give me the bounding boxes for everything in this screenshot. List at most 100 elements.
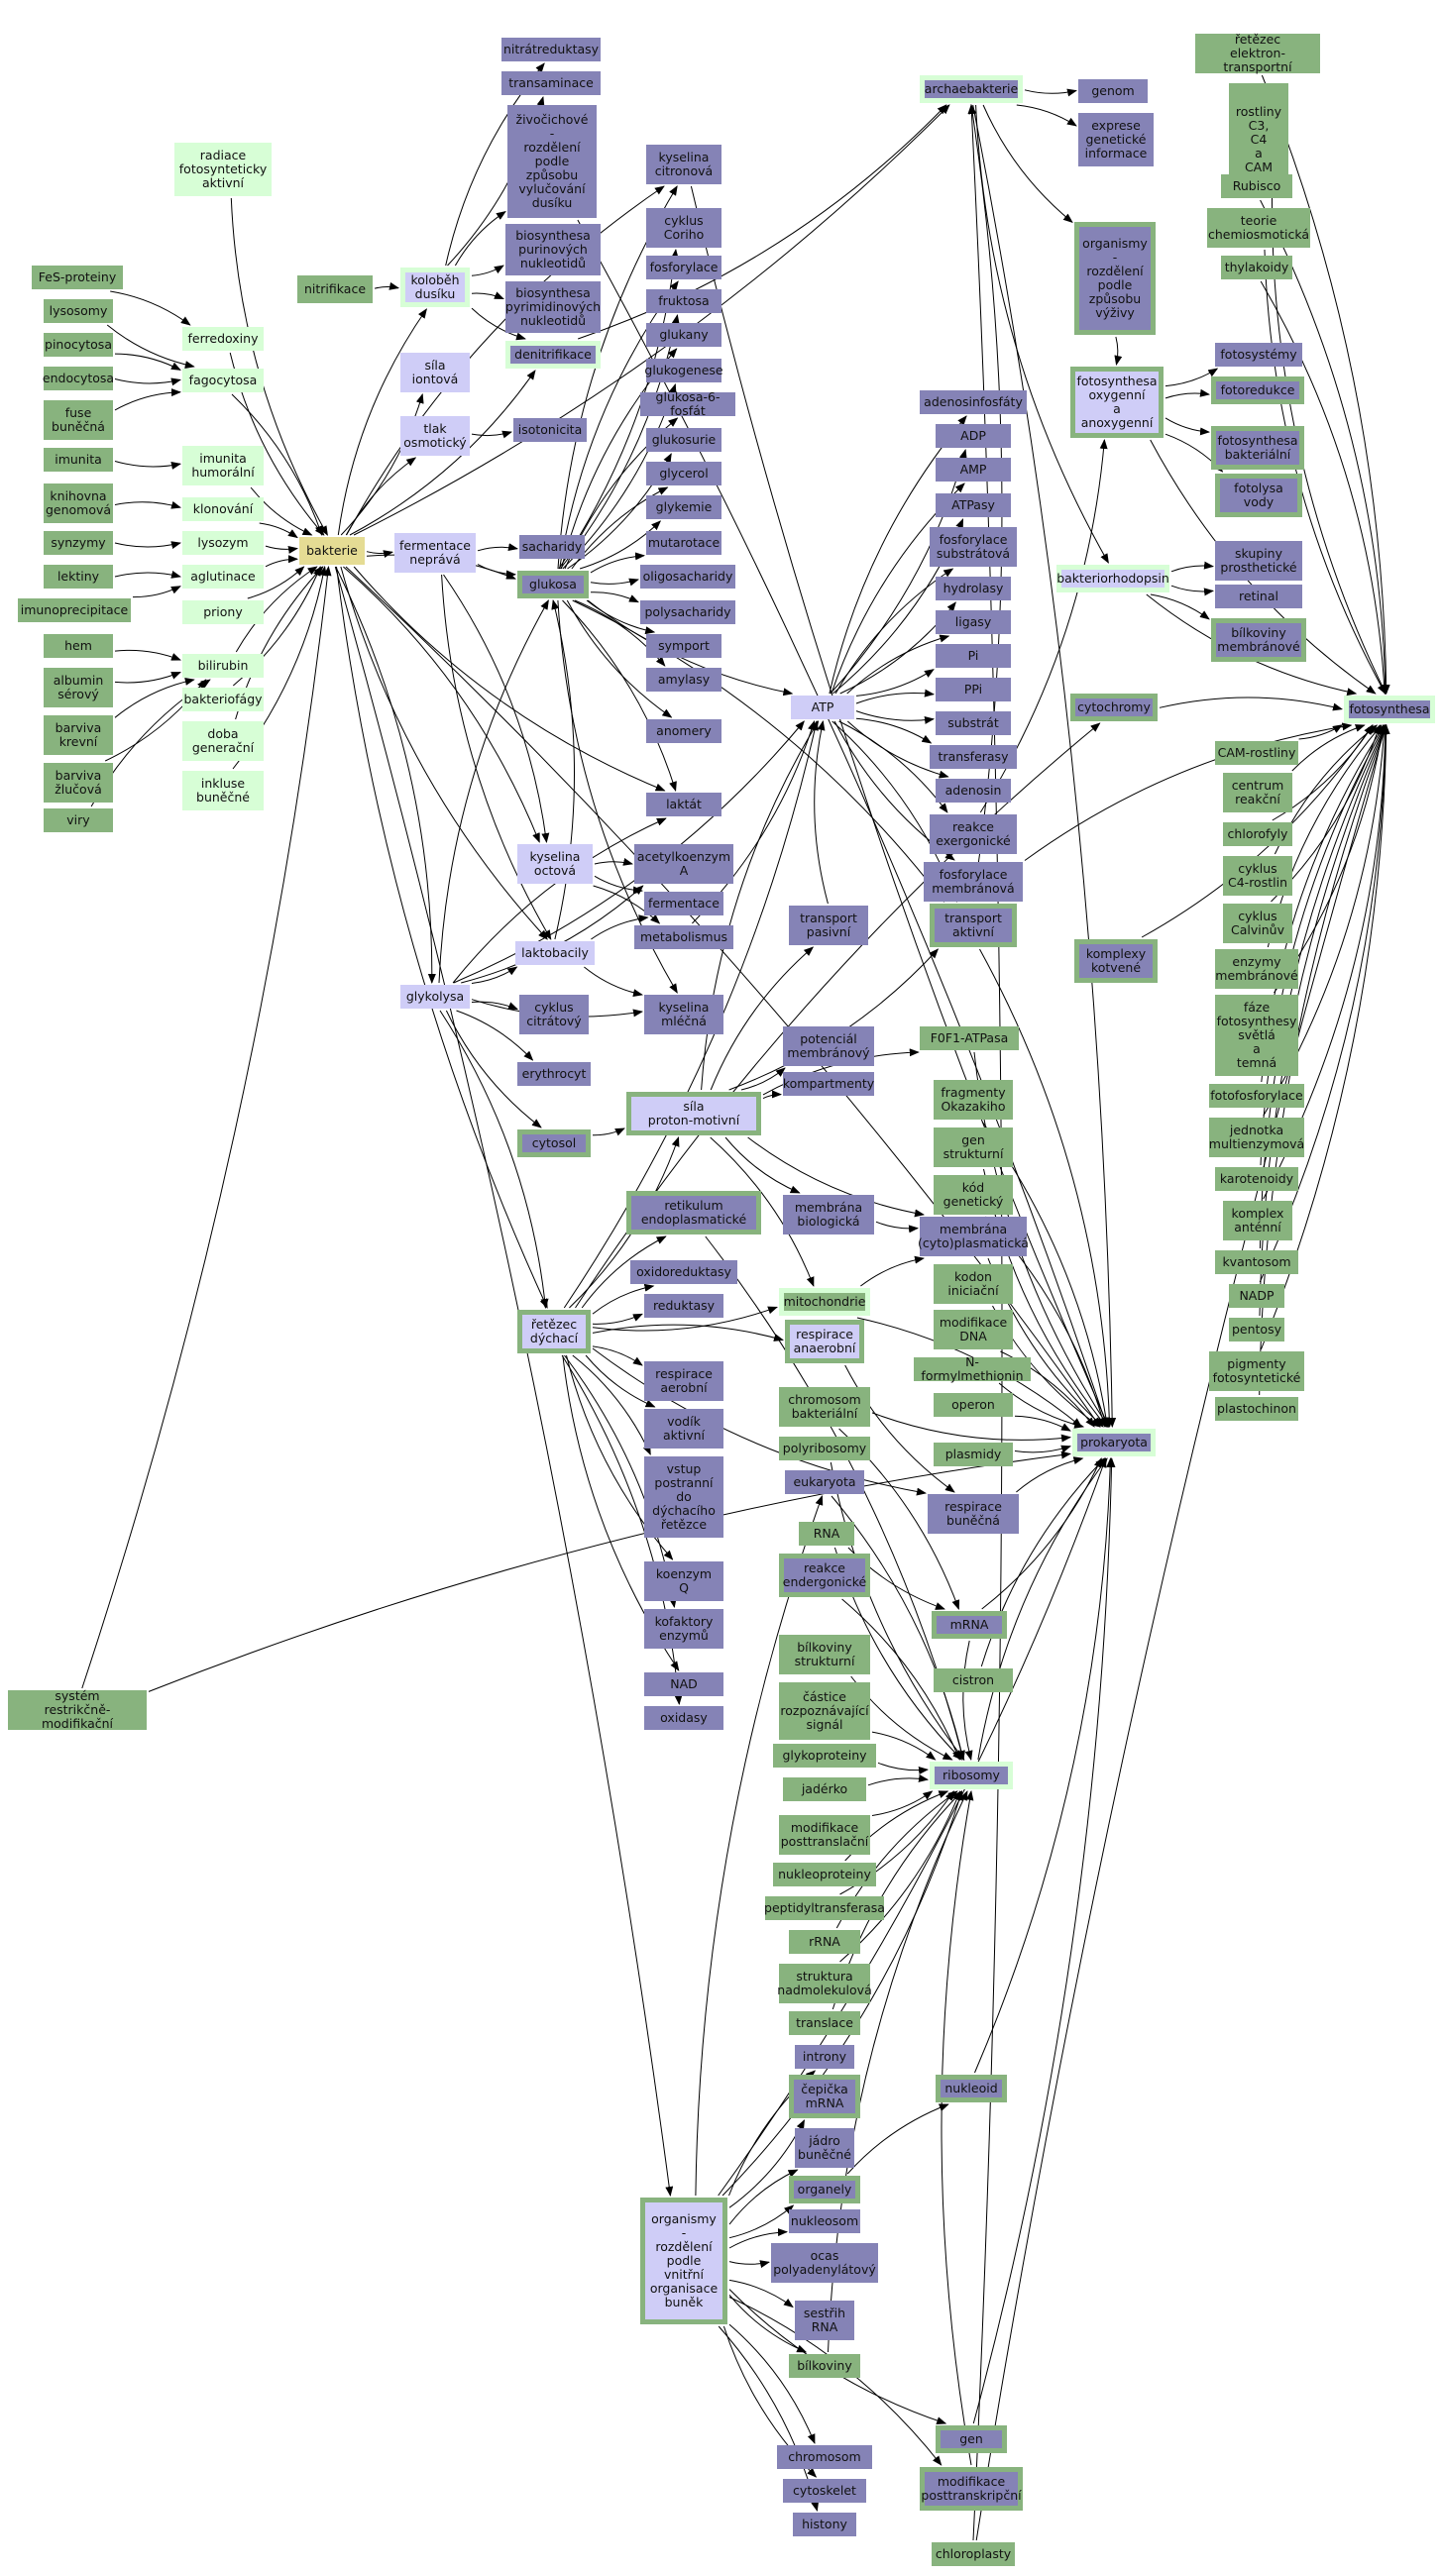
concept-node: barviva žlučová <box>44 763 113 803</box>
concept-node: membrána biologická <box>783 1195 874 1234</box>
concept-edge <box>562 599 677 792</box>
concept-edge <box>855 710 935 724</box>
concept-edge <box>445 1010 542 1128</box>
concept-node: síla iontová <box>400 353 470 392</box>
concept-edge <box>471 291 504 300</box>
concept-edge <box>1170 561 1214 573</box>
concept-node: glukosa-6-fosfát <box>640 390 735 418</box>
concept-edge <box>867 1773 929 1786</box>
concept-node: fragmenty Okazakiho <box>934 1080 1013 1120</box>
concept-node: acetylkoenzym A <box>634 844 733 884</box>
concept-node: ligasy <box>936 610 1011 634</box>
concept-node: operon <box>934 1393 1013 1417</box>
concept-node: chromosom bakteriální <box>779 1387 870 1427</box>
concept-edge <box>592 1345 643 1366</box>
concept-edge <box>439 1010 549 1309</box>
concept-node: kompartmenty <box>783 1072 874 1096</box>
concept-node: nitrifikace <box>297 275 373 303</box>
concept-node: fosforylace <box>646 256 721 279</box>
concept-edge <box>979 948 1114 1428</box>
concept-node: řetězec elektron-transportní <box>1195 33 1320 74</box>
concept-node: jádro buněčné <box>795 2128 854 2168</box>
concept-node: klonování <box>182 497 264 521</box>
concept-node: imunoprecipitace <box>18 598 131 622</box>
concept-edge <box>343 566 540 843</box>
concept-node: ocas polyadenylátový <box>771 2243 878 2283</box>
concept-node: lysozym <box>182 531 264 555</box>
concept-edge <box>728 2279 794 2308</box>
concept-edge <box>247 566 305 599</box>
concept-node: struktura nadmolekulová <box>777 1964 872 2003</box>
concept-node: nitrátreduktasy <box>501 38 601 61</box>
concept-edge <box>114 377 181 386</box>
concept-edge <box>1150 593 1210 620</box>
concept-node: histony <box>793 2513 856 2536</box>
concept-edge <box>335 566 436 984</box>
concept-edge <box>841 1598 960 1761</box>
concept-edge <box>1165 417 1210 436</box>
concept-node: ribosomy <box>930 1762 1013 1789</box>
concept-edge <box>438 599 549 984</box>
concept-node: síla proton-motivní <box>626 1092 761 1135</box>
concept-node: introny <box>795 2045 854 2069</box>
concept-node: glykoproteiny <box>773 1744 876 1768</box>
concept-edge <box>471 265 504 276</box>
concept-node: respirace anaerobní <box>785 1320 864 1363</box>
concept-node: fotosystémy <box>1215 343 1302 367</box>
concept-edge <box>941 1790 974 2466</box>
concept-edge <box>441 574 552 940</box>
concept-edge <box>972 104 1117 1428</box>
concept-node: oxidoreduktasy <box>630 1260 737 1284</box>
concept-node: biosynthesa pyrimidinových nukleotidů <box>505 281 601 333</box>
concept-edge <box>114 541 181 549</box>
concept-node: ATPasy <box>936 493 1011 517</box>
concept-edge <box>477 543 518 552</box>
concept-edge <box>81 566 332 1689</box>
concept-node: ferredoxiny <box>182 327 264 351</box>
concept-node: Rubisco <box>1221 174 1292 198</box>
concept-node: polysacharidy <box>640 600 735 624</box>
concept-edge <box>452 817 667 984</box>
concept-edge <box>454 211 506 267</box>
concept-node: ATP <box>791 696 854 719</box>
concept-edge <box>877 1762 929 1774</box>
concept-node: glukosa <box>517 571 589 598</box>
concept-edge <box>471 430 512 439</box>
concept-node: transaminace <box>501 71 601 95</box>
concept-edge <box>844 1364 955 1493</box>
concept-node: fuse buněčná <box>44 400 113 440</box>
concept-node: cytoskelet <box>783 2479 866 2503</box>
concept-node: NADP <box>1229 1284 1284 1308</box>
concept-node: fotoredukce <box>1211 376 1304 404</box>
concept-node: hydrolasy <box>936 577 1011 600</box>
concept-edge <box>114 500 181 509</box>
concept-node: koenzym Q <box>644 1561 723 1601</box>
concept-edge <box>579 520 662 570</box>
concept-edge <box>1165 388 1210 399</box>
concept-edge <box>572 1354 651 1455</box>
concept-edge <box>334 566 674 2197</box>
concept-edge <box>1170 585 1214 596</box>
concept-edge <box>710 946 815 1091</box>
concept-edge <box>114 353 181 371</box>
concept-node: imunita <box>44 448 113 472</box>
concept-node: cistron <box>934 1668 1013 1692</box>
concept-node: bílkoviny strukturní <box>779 1635 870 1674</box>
concept-node: biosynthesa purinových nukleotidů <box>505 224 601 275</box>
concept-edge <box>762 1090 782 1100</box>
concept-node: chromosom <box>777 2445 872 2469</box>
concept-edge <box>1159 697 1343 711</box>
concept-node: glukosurie <box>646 428 721 452</box>
concept-edge <box>1261 74 1390 695</box>
concept-edge <box>590 552 645 574</box>
concept-edge <box>1014 1415 1071 1432</box>
concept-node: cyklus citrátový <box>519 995 589 1034</box>
concept-edge <box>443 574 550 843</box>
concept-edge <box>114 672 181 684</box>
concept-node: respirace aerobní <box>644 1361 723 1401</box>
concept-node: prokaryota <box>1072 1429 1156 1456</box>
concept-node: PPi <box>936 678 1011 701</box>
concept-edge <box>259 522 298 539</box>
concept-edge <box>336 566 548 1309</box>
